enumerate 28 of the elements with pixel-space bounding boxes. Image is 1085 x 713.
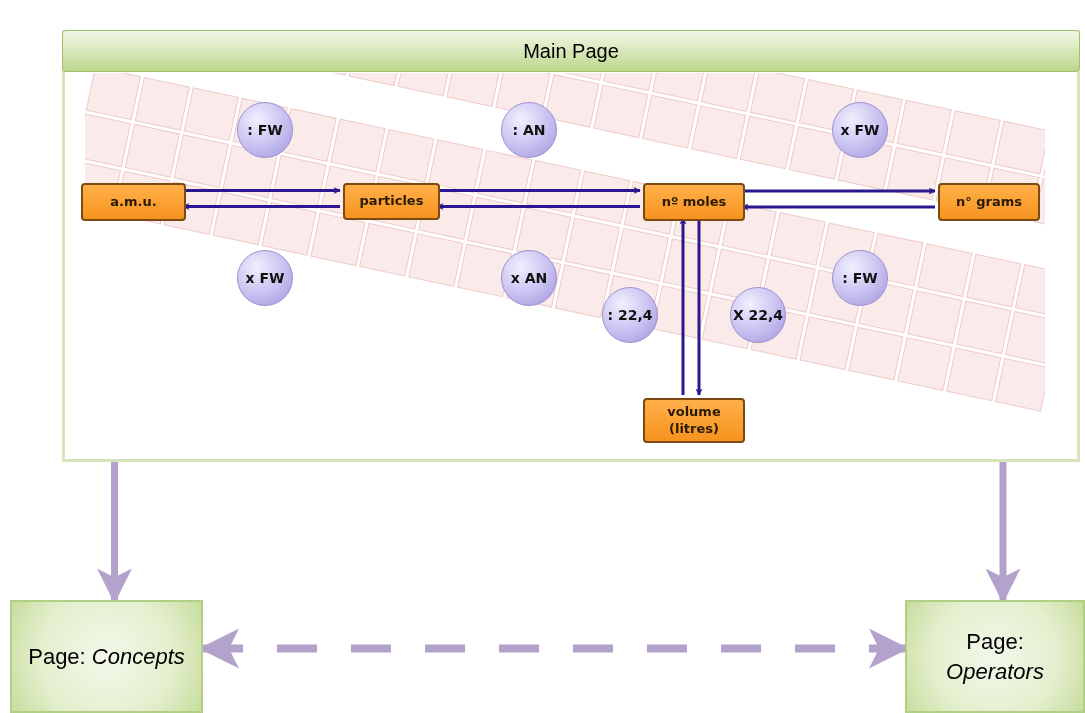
- quantity-label: n° grams: [955, 193, 1023, 211]
- quantity-label: particles: [359, 193, 424, 210]
- arrow: [742, 187, 936, 195]
- operator-label: : AN: [512, 120, 546, 140]
- quantity-label: nº moles: [661, 193, 727, 211]
- operator-label: : FW: [842, 268, 878, 288]
- quantity-box: [81, 183, 186, 221]
- page-label: Page: Concepts: [28, 642, 185, 671]
- panel-title: Main Page: [523, 39, 619, 64]
- page-box: [10, 600, 203, 713]
- arrow: [183, 187, 341, 194]
- operator-label: x AN: [510, 268, 548, 288]
- quantity-label: volume (litres): [666, 404, 722, 437]
- arrow: [437, 187, 641, 194]
- operator-label: : 22,4: [607, 305, 653, 325]
- operator-label: : FW: [247, 120, 283, 140]
- quantity-box: [643, 183, 745, 221]
- arrow: [695, 218, 703, 396]
- quantity-box: [643, 398, 745, 443]
- quantity-box: [938, 183, 1040, 221]
- page-box: [905, 600, 1085, 713]
- main-panel: [62, 30, 1080, 462]
- quantity-box: [343, 183, 440, 220]
- operator-label: x FW: [245, 268, 285, 288]
- operator-label: X 22,4: [732, 305, 784, 325]
- quantity-label: a.m.u.: [110, 193, 157, 211]
- page-label: Page: Operators: [945, 627, 1045, 686]
- operator-label: x FW: [840, 120, 880, 140]
